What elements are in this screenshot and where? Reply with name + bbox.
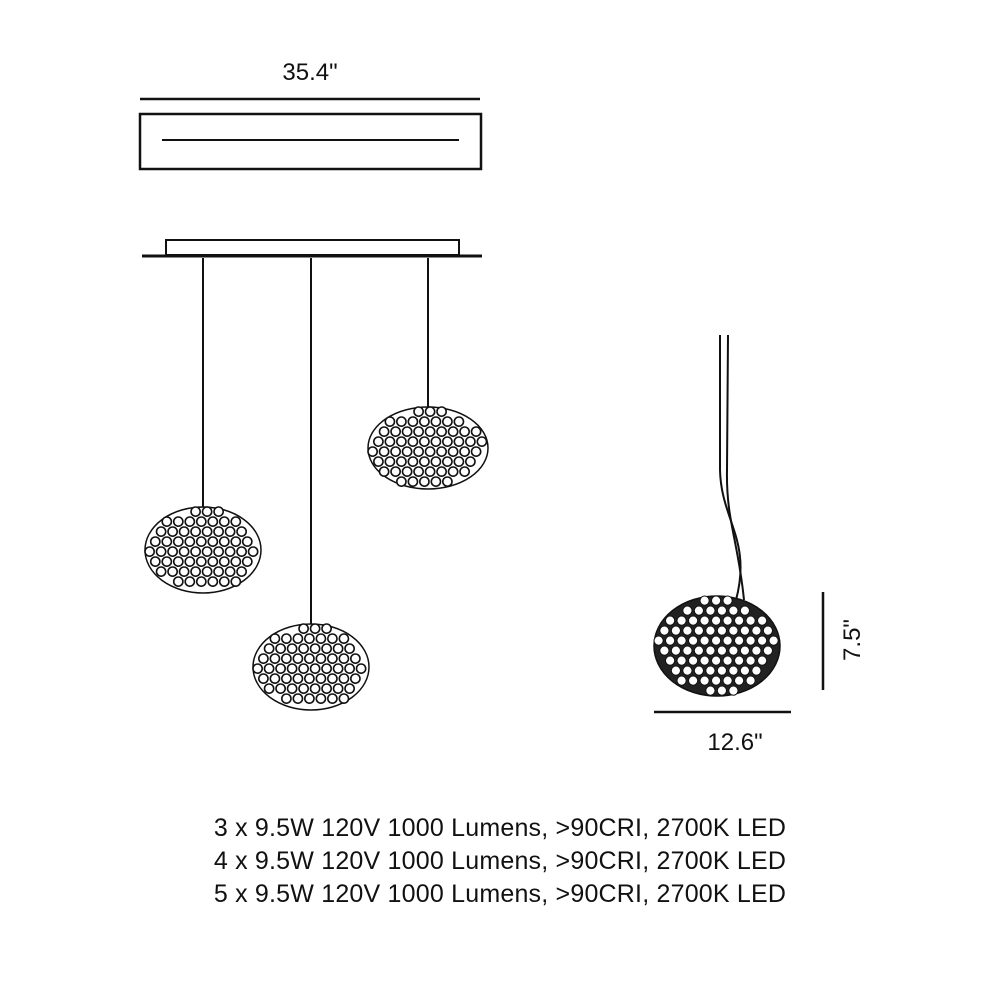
canopy-base	[165, 239, 460, 256]
lamp-spec-list: 3 x 9.5W 120V 1000 Lumens, >90CRI, 2700K…	[0, 812, 1000, 911]
pendant-width-label: 12.6"	[707, 729, 762, 756]
spec-line-4-lights: 4 x 9.5W 120V 1000 Lumens, >90CRI, 2700K…	[213, 847, 787, 875]
pendant-globe-center	[252, 623, 370, 711]
canopy-width-label: 35.4"	[282, 59, 337, 86]
pendant-globe-side	[653, 595, 781, 697]
canopy-top-view: 35.4"	[138, 59, 483, 171]
canopy-plate-top	[138, 112, 483, 171]
twisted-cord-b	[725, 334, 745, 601]
pendant-globe-left	[144, 506, 262, 594]
canopy-front-view	[142, 239, 482, 630]
spec-line-3-lights: 3 x 9.5W 120V 1000 Lumens, >90CRI, 2700K…	[213, 814, 787, 842]
pendant-side-view: 7.5" 12.6"	[653, 334, 866, 756]
pendant-height-label: 7.5"	[839, 619, 866, 661]
pendant-globe-right	[367, 406, 489, 490]
spec-line-5-lights: 5 x 9.5W 120V 1000 Lumens, >90CRI, 2700K…	[213, 880, 787, 908]
